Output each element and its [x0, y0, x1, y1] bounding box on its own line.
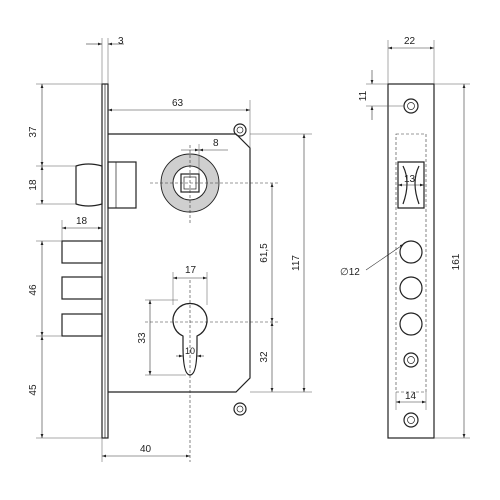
- dim-label-12: ∅12: [340, 267, 360, 278]
- cylinder-cutout: [172, 302, 208, 376]
- dim-label-13: 13: [404, 174, 416, 185]
- dim-32: 32: [259, 322, 274, 392]
- dim-17: 17: [172, 265, 208, 305]
- faceplate-side: [101, 83, 109, 439]
- latch-window: [397, 161, 425, 209]
- dim-label-3: 3: [118, 36, 124, 47]
- dead-bolts: [61, 240, 103, 337]
- dim-label-8: 8: [213, 138, 219, 149]
- dim-label-18-latch: 18: [28, 179, 39, 191]
- dim-left-chain: 37 18 46 45: [28, 83, 102, 439]
- dim-label-46: 46: [28, 284, 39, 296]
- dim-22: 22: [387, 36, 435, 84]
- dim-label-37: 37: [28, 126, 39, 138]
- dim-18-bolt: 18: [61, 216, 102, 241]
- dim-33: 33: [137, 299, 186, 376]
- dim-117: 117: [250, 133, 312, 393]
- dim-label-10: 10: [185, 346, 195, 356]
- dim-label-40: 40: [140, 444, 152, 455]
- dim-63: 63: [108, 98, 251, 148]
- bolt-holes: [399, 240, 423, 368]
- dim-diameter-12: ∅12: [340, 243, 405, 278]
- dim-label-61-5: 61,5: [259, 243, 270, 263]
- dim-3: 3: [86, 36, 124, 84]
- dim-label-32: 32: [259, 351, 270, 363]
- dim-label-33: 33: [137, 332, 148, 344]
- dim-label-45: 45: [28, 384, 39, 396]
- dim-10: 10: [176, 346, 204, 358]
- faceplate-front: [387, 83, 435, 439]
- lock-body: [108, 133, 251, 393]
- dim-label-11: 11: [358, 90, 369, 101]
- latch-bolt: [75, 161, 137, 209]
- dim-label-117: 117: [291, 255, 302, 271]
- dim-label-17: 17: [185, 265, 197, 276]
- dim-8: 8: [181, 138, 228, 174]
- dim-14: 14: [395, 391, 427, 410]
- body-screw-holes: [233, 123, 247, 416]
- dim-13: 13: [398, 174, 424, 187]
- dim-label-63: 63: [172, 98, 184, 109]
- dim-label-18-bolt: 18: [76, 216, 88, 227]
- dim-61-5: 61,5: [259, 183, 274, 322]
- dim-label-161: 161: [451, 253, 462, 270]
- dim-label-22: 22: [404, 36, 416, 47]
- dim-40: 40: [101, 438, 190, 462]
- dim-11: 11: [358, 70, 404, 120]
- dim-label-14: 14: [405, 391, 417, 402]
- dim-161: 161: [434, 83, 470, 439]
- centerlines: [145, 145, 280, 462]
